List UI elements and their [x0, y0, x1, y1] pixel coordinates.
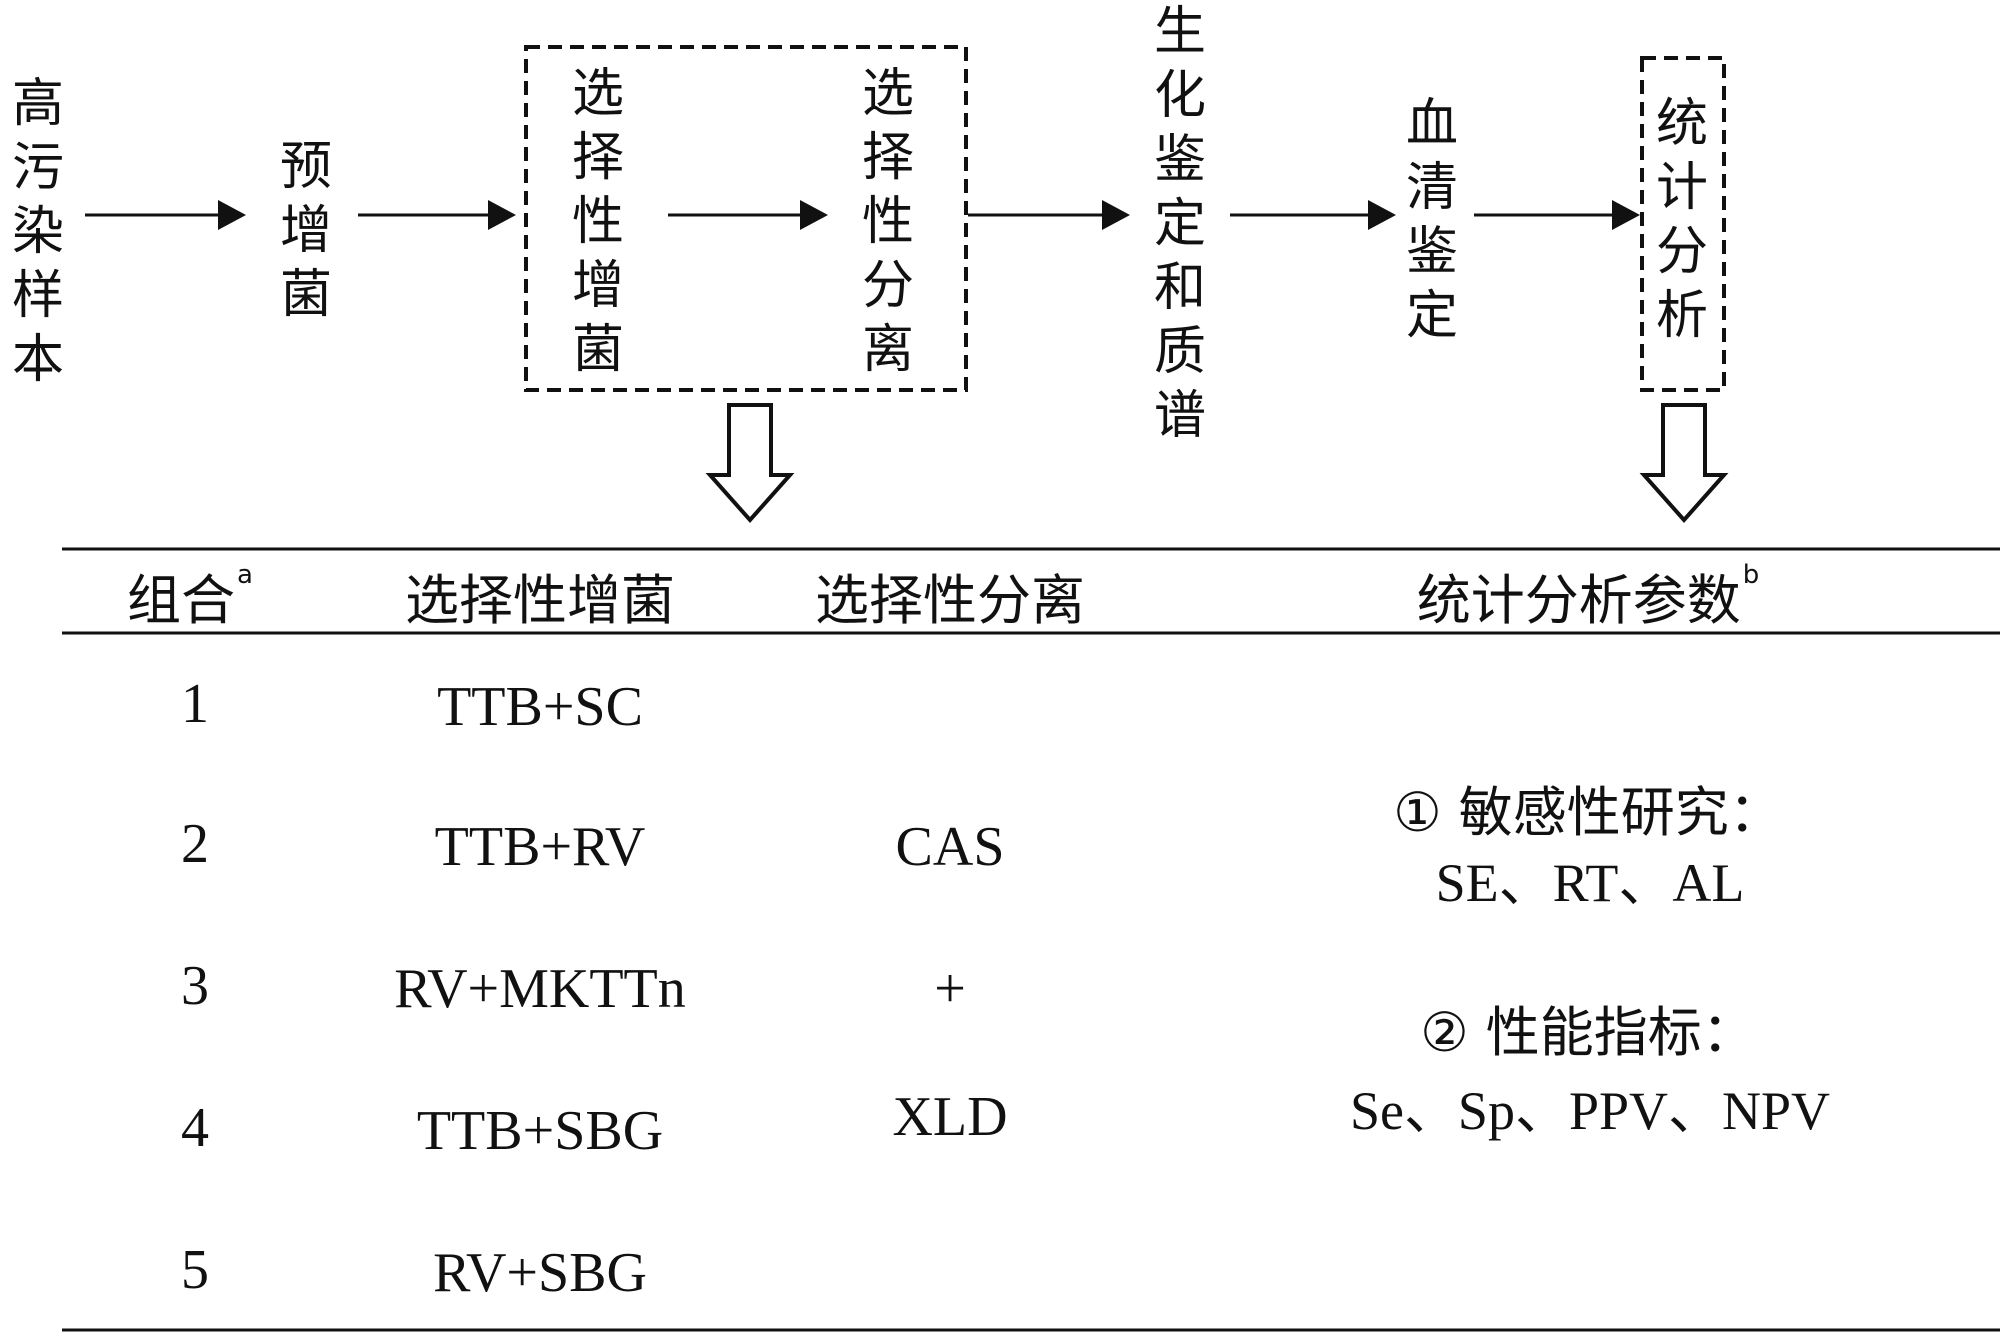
step-selective-isolation: 选 择 性 分 离: [861, 64, 914, 380]
step-biochem-ms: 生 化 鉴 定 和 质 谱: [1153, 2, 1206, 446]
arrowhead: [800, 200, 828, 230]
stats-box: [1640, 56, 1726, 392]
hollow-down-arrow-selective: [705, 403, 795, 524]
stats-performance-title: ② 性能指标：: [1420, 1001, 1756, 1064]
arrowhead: [488, 200, 516, 230]
arrowhead: [1102, 200, 1130, 230]
row-combo-5: 5: [181, 1239, 209, 1301]
isolation-medium-xld: XLD: [892, 1086, 1008, 1148]
header-statistics-params: 统计分析参数b: [1416, 560, 1760, 632]
row-combo-4: 4: [181, 1097, 209, 1159]
step-pre-enrichment: 预 增 菌: [279, 137, 332, 325]
row-combo-1: 1: [181, 673, 209, 735]
header-combo: 组合a: [127, 560, 253, 632]
isolation-medium-cas: CAS: [895, 816, 1005, 878]
step-statistics: 统 计 分 析: [1655, 94, 1708, 346]
arrowhead: [1368, 200, 1396, 230]
row-combo-3: 3: [181, 955, 209, 1017]
row-enrich-3: RV+MKTTn: [394, 958, 686, 1020]
row-enrich-5: RV+SBG: [433, 1242, 647, 1304]
row-combo-2: 2: [181, 813, 209, 875]
row-enrich-1: TTB+SC: [437, 676, 643, 738]
step-selective-enrichment: 选 择 性 增 菌: [571, 64, 624, 380]
stats-sensitivity-title: ① 敏感性研究：: [1393, 781, 1783, 844]
step-sample: 高 污 染 样 本: [11, 74, 64, 390]
row-enrich-2: TTB+RV: [434, 816, 646, 878]
arrowhead: [1612, 200, 1640, 230]
isolation-plus: +: [934, 958, 966, 1020]
selective-group-box: [524, 45, 968, 392]
header-selective-enrichment: 选择性增菌: [405, 569, 675, 632]
header-selective-isolation: 选择性分离: [815, 569, 1085, 632]
step-serum-id: 血 清 鉴 定: [1405, 94, 1458, 346]
arrowhead: [218, 200, 246, 230]
row-enrich-4: TTB+SBG: [416, 1100, 664, 1162]
stats-performance-items: Se、Sp、PPV、NPV: [1349, 1081, 1831, 1141]
hollow-down-arrow-stats: [1639, 403, 1729, 524]
stats-sensitivity-items: SE、RT、AL: [1435, 853, 1745, 913]
